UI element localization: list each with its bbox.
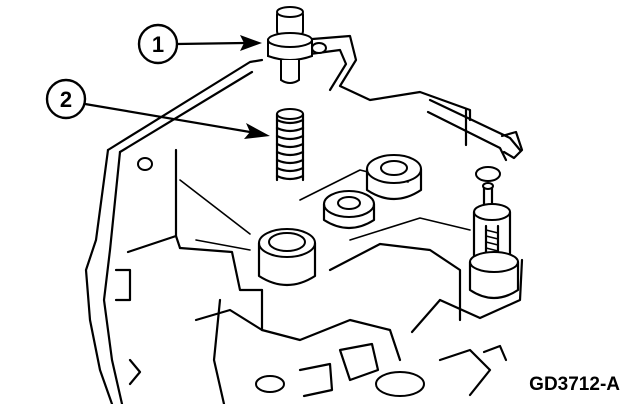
callout-1-leader bbox=[175, 41, 246, 46]
callout-1-number: 1 bbox=[152, 32, 164, 57]
coil-spring-icon bbox=[275, 108, 305, 182]
valve-bores bbox=[255, 154, 425, 397]
side-valves bbox=[468, 166, 520, 300]
callout-2-arrowhead bbox=[244, 123, 270, 139]
callout-2-number: 2 bbox=[60, 87, 72, 112]
housing-outline bbox=[84, 34, 524, 404]
callout-2: 2 bbox=[45, 78, 270, 139]
figure-id-label: GD3712-A bbox=[529, 374, 620, 395]
callout-2-leader bbox=[83, 102, 252, 134]
callout-2-circle bbox=[45, 78, 87, 120]
check-ball-plug-icon bbox=[267, 6, 313, 84]
callout-1: 1 bbox=[137, 23, 262, 65]
callout-1-arrowhead bbox=[240, 35, 262, 51]
